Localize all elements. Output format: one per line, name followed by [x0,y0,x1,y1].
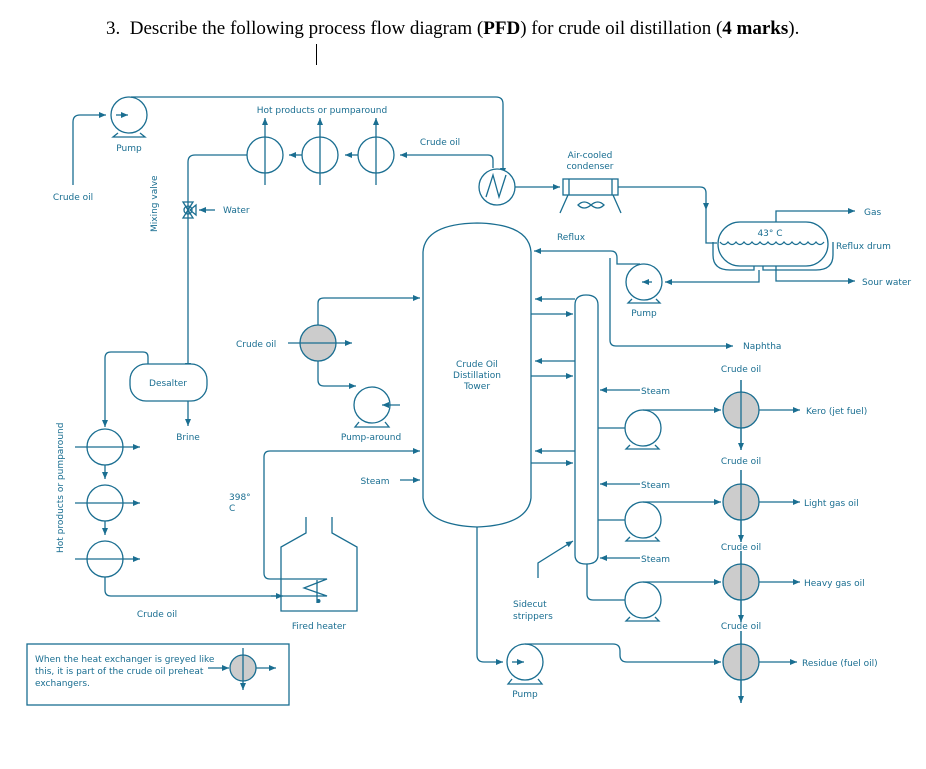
label-crude-oil-pa: Crude oil [236,340,276,350]
label-hot-products-top: Hot products or pumparound [257,106,387,116]
label-pump-around: Pump-around [341,433,401,443]
label-hgo: Heavy gas oil [804,579,865,589]
label-crude-oil-kero: Crude oil [721,365,761,375]
label-kero: Kero (jet fuel) [806,407,867,417]
label-gas: Gas [864,208,881,218]
legend-line-1: When the heat exchanger is greyed like [35,655,215,665]
marks-bold: 4 marks [722,18,789,39]
label-heater-temp-1: 398° [229,493,251,503]
product-exchangers [722,380,800,703]
pump-icon [110,96,148,134]
label-steam-3: Steam [641,555,670,565]
top-preheat-exchangers [185,118,494,370]
label-steam-2: Steam [641,481,670,491]
label-crude-oil-hgo: Crude oil [721,543,761,553]
label-lgo: Light gas oil [804,499,859,509]
stripper-steam-and-pumps [586,387,721,622]
label-residue: Residue (fuel oil) [802,659,878,669]
label-steam-1: Steam [641,387,670,397]
desalter [102,351,208,427]
sidecut-stripper [531,294,599,578]
legend-line-3: exchangers. [35,679,90,689]
label-pump-bottom: Pump [512,690,538,700]
label-drum-temp: 43° C [757,229,782,239]
label-tower-1: Crude Oil [456,360,498,370]
mixing-valve [181,201,215,219]
label-reflux: Reflux [557,233,586,243]
label-sidecut-1: Sidecut [513,600,547,610]
label-fired-heater: Fired heater [292,622,346,632]
text-cursor [316,44,317,65]
feed-pump [72,96,506,185]
reflux-pump [534,248,733,349]
label-tower-2: Distillation [453,371,501,381]
overhead-exchanger [478,168,560,206]
pump-around-loop [288,295,420,428]
bottoms-pump [476,527,721,685]
label-sour-water: Sour water [862,278,911,288]
label-hot-products-side: Hot products or pumparound [56,423,66,553]
reflux-drum [665,208,855,285]
side-preheat-exchangers [75,428,283,597]
label-crude-oil-res: Crude oil [721,622,761,632]
label-brine: Brine [176,433,200,443]
legend-box [26,643,290,706]
question-text: 3. Describe the following process flow d… [106,18,800,39]
label-mixing-valve: Mixing valve [150,175,160,232]
legend-line-2: this, it is part of the crude oil prehea… [35,667,204,677]
label-pump-reflux: Pump [631,309,657,319]
label-heater-temp-2: C [229,504,235,514]
label-air-cooled-2: condenser [566,162,613,172]
label-crude-oil-top: Crude oil [420,138,460,148]
label-crude-oil-feed: Crude oil [53,193,93,203]
label-air-cooled-1: Air-cooled [568,151,613,161]
label-naphtha: Naphtha [743,342,781,352]
label-desalter: Desalter [149,379,187,389]
fired-heater [263,448,420,612]
air-cooled-condenser [559,178,709,214]
label-sidecut-2: strippers [513,612,553,622]
question-number: 3. [106,18,121,39]
label-reflux-drum: Reflux drum [836,242,891,252]
label-crude-oil-lgo: Crude oil [721,457,761,467]
label-tower-3: Tower [463,382,490,392]
pfd-bold: PFD [483,18,521,39]
label-steam-tower: Steam [360,477,389,487]
distillation-tower [422,222,532,528]
label-crude-oil-bottom: Crude oil [137,610,177,620]
label-pump-feed: Pump [116,144,142,154]
label-water: Water [223,206,250,216]
